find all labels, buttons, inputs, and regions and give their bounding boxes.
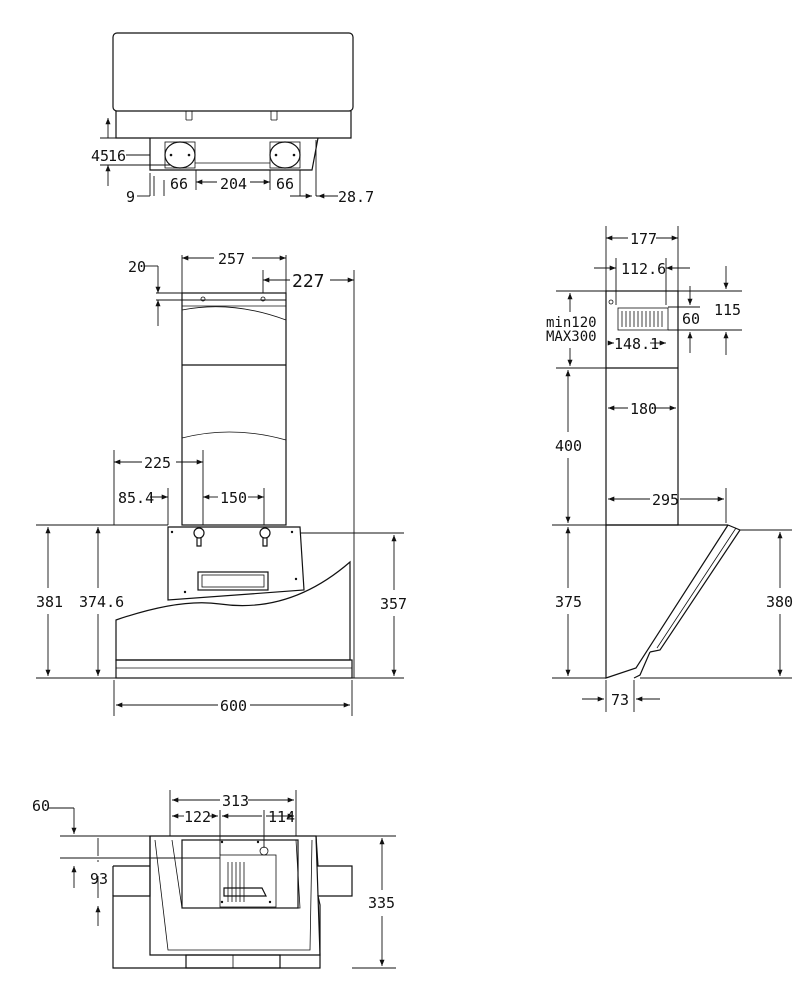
bottom-view: 313 122 114 60 93 335 [32,790,396,969]
dim-label: 225 [144,454,171,472]
dim-label: 375 [555,593,582,611]
dim-label: 16 [108,147,126,165]
dim-label: 180 [630,400,657,418]
dim-label: 85.4 [118,489,154,507]
dim-label: 112.6 [621,260,666,278]
dim-label: 177 [630,230,657,248]
dim-label: 227 [292,271,325,292]
dim-label: 114 [268,808,295,826]
top-view: 45 16 9 66 204 66 28.7 [91,32,374,206]
front-view-body [167,526,305,601]
dim-label: 357 [380,595,407,613]
dim-label: 45 [91,147,109,165]
dim-label: 335 [368,894,395,912]
front-view-control-panel [197,571,269,591]
dim-label: 400 [555,437,582,455]
top-view-body [115,111,352,139]
dim-label: 257 [218,250,245,268]
dim-label: min120 [546,315,597,331]
side-view: 177 112.6 115 60 min120 MAX300 148.1 180… [546,226,793,712]
dim-label: 9 [126,188,135,206]
keyhole-icon [193,527,205,547]
side-view-body [605,524,729,679]
dim-label: 600 [220,697,247,715]
dim-label: 28.7 [338,188,374,206]
bottom-view-outline [112,835,353,969]
dim-label: 295 [652,491,679,509]
top-view-duct-right [269,141,301,169]
dim-label: 93 [90,870,108,888]
dim-label: 115 [714,301,741,319]
front-view: 257 227 20 225 85.4 150 381 374.6 [36,250,407,716]
dim-label: 313 [222,792,249,810]
dim-label: 381 [36,593,63,611]
dim-label: 60 [682,310,700,328]
bottom-view-motor-housing [181,839,299,909]
side-view-glass [649,524,741,653]
dim-label: 73 [611,691,629,709]
dim-label: 20 [128,258,146,276]
top-view-duct-left [164,141,196,169]
fan-icon [223,862,267,902]
dim-label: 380 [766,593,793,611]
dim-label: 60 [32,797,50,815]
keyhole-icon [259,527,271,547]
dim-label: MAX300 [546,329,597,345]
top-view-glass-panel [112,32,354,112]
dim-label: 374.6 [79,593,124,611]
front-view-glass [115,560,351,661]
front-view-bottom-trim [115,659,353,679]
dim-label: 66 [276,175,294,193]
dim-label: 122 [184,808,211,826]
dim-label: 150 [220,489,247,507]
dim-label: 204 [220,175,247,193]
dim-label: 66 [170,175,188,193]
dim-label: 148.1 [614,335,659,353]
vent-grille-icon [617,307,669,331]
